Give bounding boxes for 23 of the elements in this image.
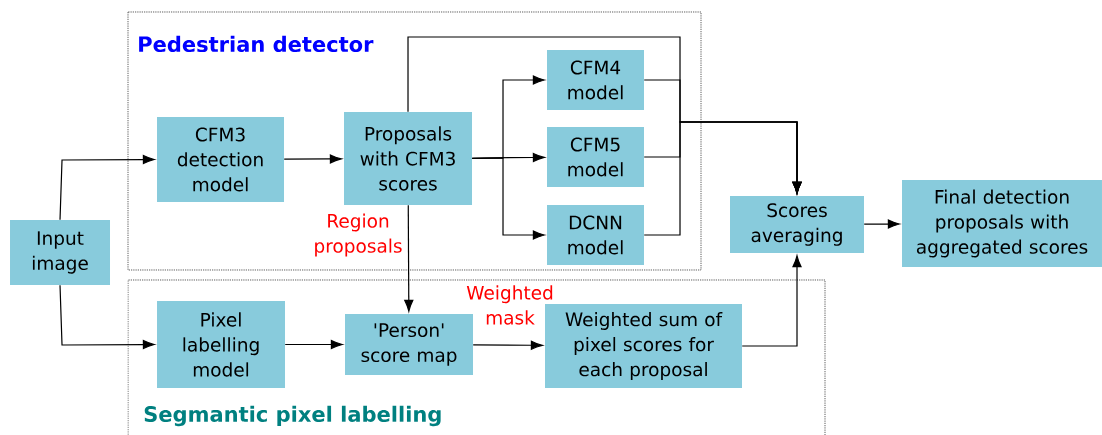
arrow (472, 340, 543, 350)
process-box: CFM4 model (547, 50, 644, 110)
arrow (59, 155, 155, 221)
arrow (283, 154, 342, 164)
arrow (741, 255, 802, 347)
process-box: Scores averaging (730, 196, 864, 253)
arrow (643, 121, 802, 236)
arrow (471, 157, 545, 240)
process-box: DCNN model (547, 205, 644, 265)
edge-label: Region proposals (315, 213, 402, 257)
process-box: Proposals with CFM3 scores (344, 112, 472, 205)
process-box: CFM5 model (547, 127, 644, 187)
process-box: Final detection proposals with aggregated scores (902, 180, 1102, 267)
arrow (863, 219, 900, 229)
process-box: 'Person' score map (345, 314, 473, 375)
arrow (284, 339, 343, 350)
process-box: Pixel labelling model (157, 301, 285, 388)
arrow (59, 284, 155, 350)
arrow (404, 204, 414, 312)
process-box: CFM3 detection model (157, 117, 284, 202)
process-box: Input image (10, 220, 110, 285)
arrow (471, 152, 545, 163)
process-box: Weighted sum of pixel scores for each proposal (545, 304, 742, 388)
